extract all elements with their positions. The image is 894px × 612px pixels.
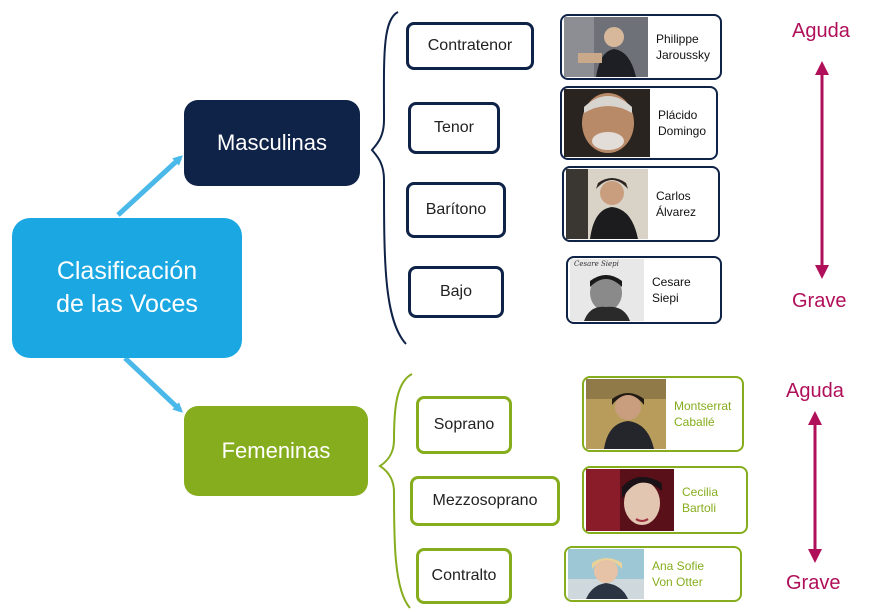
singer-name-line2: Von Otter <box>652 575 703 589</box>
connector-to-masculinas <box>116 155 183 217</box>
voice-label: Contralto <box>431 567 497 584</box>
singer-name-line1: Plácido <box>658 108 698 122</box>
femeninas-scale-top: Aguda <box>786 380 844 402</box>
singer-name-line2: Caballé <box>674 415 715 429</box>
singer-name: Ana Sofie Von Otter <box>652 558 704 590</box>
root-node: Clasificación de las Voces <box>12 218 242 358</box>
singer-card-bartoli: Cecilia Bartoli <box>582 466 748 534</box>
voice-label: Tenor <box>433 119 475 136</box>
singer-photo <box>564 89 650 157</box>
voice-label: Contratenor <box>427 37 513 54</box>
singer-name-line1: Cecilia <box>682 485 719 499</box>
singer-name: Cesare Siepi <box>652 274 691 306</box>
singer-name-line2: Siepi <box>652 291 679 305</box>
connector-to-femeninas <box>123 356 183 413</box>
photo-caption: Cesare Siepi <box>574 260 619 268</box>
singer-name: Philippe Jaroussky <box>656 31 710 63</box>
singer-card-caballe: Montserrat Caballé <box>582 376 744 452</box>
voice-label: Barítono <box>425 201 487 218</box>
masculinas-node: Masculinas <box>184 100 360 186</box>
singer-photo <box>586 469 674 531</box>
singer-name-line1: Montserrat <box>674 399 732 413</box>
voice-mezzosoprano: Mezzosoprano <box>410 476 560 526</box>
singer-name-line2: Bartoli <box>682 501 717 515</box>
masculinas-label: Masculinas <box>216 130 328 155</box>
singer-name-line1: Carlos <box>656 189 691 203</box>
singer-photo <box>564 17 648 77</box>
femeninas-brace <box>378 373 413 609</box>
voice-tenor: Tenor <box>408 102 500 154</box>
voice-label: Mezzosoprano <box>432 492 538 509</box>
singer-name-line2: Domingo <box>658 124 707 138</box>
singer-name-line2: Jaroussky <box>656 48 711 62</box>
singer-name: Cecilia Bartoli <box>682 484 718 516</box>
voice-baritono: Barítono <box>406 182 506 238</box>
singer-photo <box>586 379 666 449</box>
voice-soprano: Soprano <box>416 396 512 454</box>
voice-contralto: Contralto <box>416 548 512 604</box>
singer-card-alvarez: Carlos Álvarez <box>562 166 720 242</box>
singer-name: Montserrat Caballé <box>674 398 731 430</box>
singer-card-jaroussky: Philippe Jaroussky <box>560 14 722 80</box>
root-label-line1: Clasificación <box>56 257 198 285</box>
singer-name: Carlos Álvarez <box>656 188 696 220</box>
singer-card-von-otter: Ana Sofie Von Otter <box>564 546 742 602</box>
voice-contratenor: Contratenor <box>406 22 534 70</box>
singer-card-siepi: Cesare Siepi Cesare Siepi <box>566 256 722 324</box>
root-label-line2: de las Voces <box>56 290 198 318</box>
voice-label: Bajo <box>439 283 473 300</box>
masculinas-brace <box>370 11 407 345</box>
singer-card-domingo: Plácido Domingo <box>560 86 718 160</box>
femeninas-scale-bottom: Grave <box>786 572 841 594</box>
singer-photo: Cesare Siepi <box>570 259 644 321</box>
singer-name-line2: Álvarez <box>656 205 697 219</box>
voice-bajo: Bajo <box>408 266 504 318</box>
singer-photo <box>566 169 648 239</box>
singer-name-line1: Cesare <box>652 275 691 289</box>
singer-name-line1: Philippe <box>656 32 699 46</box>
femeninas-node: Femeninas <box>184 406 368 496</box>
singer-name-line1: Ana Sofie <box>652 559 705 573</box>
femeninas-label: Femeninas <box>221 438 331 463</box>
singer-name: Plácido Domingo <box>658 107 706 139</box>
masculinas-scale-top: Aguda <box>792 20 850 42</box>
masculinas-scale-bottom: Grave <box>792 290 847 312</box>
voice-label: Soprano <box>433 416 495 433</box>
singer-photo <box>568 549 644 599</box>
